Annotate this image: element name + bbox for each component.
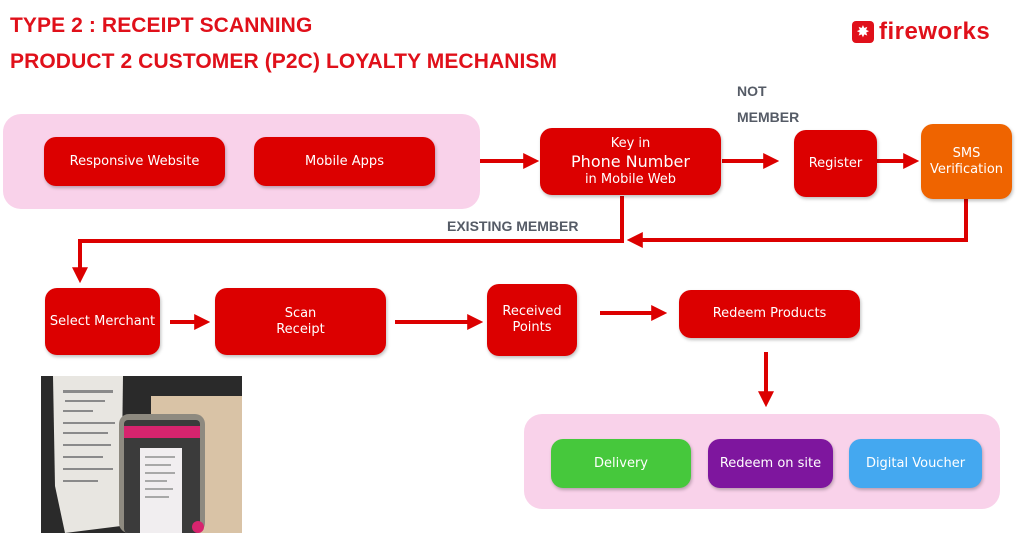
not-member-label-line1: NOT xyxy=(737,83,767,99)
select-merchant-label: Select Merchant xyxy=(49,313,156,329)
title-line-1: TYPE 2 : RECEIPT SCANNING xyxy=(10,14,313,37)
mobile-apps-label: Mobile Apps xyxy=(305,153,384,169)
sms-line2: Verification xyxy=(929,161,1004,177)
received-points-box: Received Points xyxy=(487,284,577,356)
responsive-website-label: Responsive Website xyxy=(69,153,200,169)
phone-step-line1: Key in xyxy=(610,135,651,151)
sms-line1: SMS xyxy=(952,145,981,161)
fireworks-logo: ✸ fireworks xyxy=(852,16,990,48)
mobile-apps-box: Mobile Apps xyxy=(254,137,435,186)
scan-receipt-line1: Scan xyxy=(284,305,317,321)
phone-step-line3: in Mobile Web xyxy=(584,171,677,187)
arrow-phone-to-select-merchant xyxy=(72,196,624,284)
select-merchant-box: Select Merchant xyxy=(45,288,160,355)
redeem-on-site-label: Redeem on site xyxy=(719,455,822,471)
register-box: Register xyxy=(794,130,877,197)
not-member-label-line2: MEMBER xyxy=(737,109,800,125)
title-line-2: PRODUCT 2 CUSTOMER (P2C) LOYALTY MECHANI… xyxy=(10,50,558,73)
arrow-sms-back xyxy=(626,199,968,248)
received-points-line1: Received xyxy=(502,304,562,319)
delivery-box: Delivery xyxy=(551,439,691,488)
logo-text: fireworks xyxy=(879,18,991,45)
sms-verification-box: SMS Verification xyxy=(921,124,1012,199)
redeem-products-box: Redeem Products xyxy=(679,290,860,338)
redeem-products-label: Redeem Products xyxy=(712,306,827,321)
scan-receipt-box: Scan Receipt xyxy=(215,288,386,355)
firework-burst-icon: ✸ xyxy=(852,21,874,43)
digital-voucher-label: Digital Voucher xyxy=(865,455,966,471)
scan-receipt-line2: Receipt xyxy=(276,321,325,337)
received-points-line2: Points xyxy=(512,320,552,335)
phone-number-box: Key in Phone Number in Mobile Web xyxy=(540,128,721,195)
digital-voucher-box: Digital Voucher xyxy=(849,439,982,488)
phone-step-line2: Phone Number xyxy=(571,151,690,171)
delivery-label: Delivery xyxy=(594,455,648,471)
responsive-website-box: Responsive Website xyxy=(44,137,225,186)
existing-member-label: EXISTING MEMBER xyxy=(447,218,579,234)
receipt-scanning-photo xyxy=(41,376,242,533)
redeem-on-site-box: Redeem on site xyxy=(708,439,833,488)
register-label: Register xyxy=(808,155,863,171)
